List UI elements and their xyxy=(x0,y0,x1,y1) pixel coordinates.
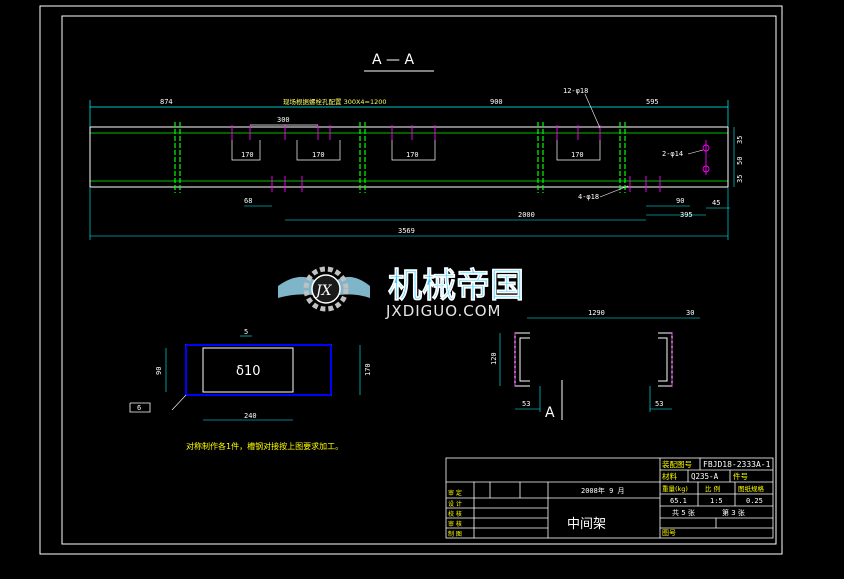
drawing-no-label: 装配图号 xyxy=(662,459,692,469)
plate-dim-90: 90 xyxy=(155,367,163,375)
weight-label: 重量(kg) xyxy=(662,485,688,493)
hole-callout-2: 2-φ14 xyxy=(662,150,683,158)
channel-dim-120: 120 xyxy=(490,352,498,365)
inner-frame xyxy=(61,15,777,545)
hole-callout-4: 4-φ18 xyxy=(578,193,599,201)
std-label: 图纸规格 xyxy=(738,484,765,493)
ratio-label: 比 例 xyxy=(705,484,720,493)
fabrication-note: 对称制作各1件，槽钢对接按上图要求加工。 xyxy=(186,441,343,451)
channel-dim-30: 30 xyxy=(686,309,694,317)
row-label-4: 制 图 xyxy=(448,530,462,538)
watermark-logo-letters: JX xyxy=(313,283,333,299)
row-label-2: 校 核 xyxy=(448,510,462,518)
dim-170-a: 170 xyxy=(241,151,254,159)
dim-170-d: 170 xyxy=(571,151,584,159)
part-name: 中间架 xyxy=(567,517,606,532)
row-label-0: 审 定 xyxy=(448,489,462,497)
dim-hole-pattern: 现场根据螺栓孔配置 300X4=1200 xyxy=(283,97,387,106)
dim-300: 300 xyxy=(277,116,290,124)
channel-dim-53-left: 53 xyxy=(522,400,530,408)
ratio: 1:5 xyxy=(710,497,723,505)
row-label-1: 设 计 xyxy=(448,500,462,508)
dim-900: 900 xyxy=(490,98,503,106)
sheet-total: 共 5 张 xyxy=(672,508,695,517)
dim-v35-top: 35 xyxy=(736,136,744,144)
plate-symbol: 6 xyxy=(137,404,141,412)
outer-frame xyxy=(39,5,783,555)
dim-874: 874 xyxy=(160,98,173,106)
dim-90: 90 xyxy=(676,197,684,205)
title-block xyxy=(445,457,774,539)
watermark-en: JXDIGUO.COM xyxy=(385,302,501,320)
dim-2000: 2000 xyxy=(518,211,535,219)
sheet-no: 第 3 张 xyxy=(722,508,745,517)
watermark-cn: 机械帝国 xyxy=(388,266,524,306)
dim-170-b: 170 xyxy=(312,151,325,159)
date: 2008年 9 月 xyxy=(581,486,625,495)
plate-dim-240: 240 xyxy=(244,412,257,420)
channel-dim-53-right: 53 xyxy=(655,400,663,408)
channel-dim-1290: 1290 xyxy=(588,309,605,317)
std: 0.25 xyxy=(746,497,763,505)
row-label-3: 审 核 xyxy=(448,520,462,528)
section-title: A — A xyxy=(372,52,414,68)
material: Q235-A xyxy=(691,472,719,481)
ref-label: 图号 xyxy=(662,529,676,537)
watermark-logo: JX xyxy=(278,266,370,312)
channel-sections xyxy=(499,317,700,420)
dim-45: 45 xyxy=(712,199,720,207)
beam-elevation xyxy=(89,122,729,193)
dim-v35-bottom: 35 xyxy=(736,175,744,183)
dim-v50: 50 xyxy=(736,157,744,165)
dim-395: 395 xyxy=(680,211,693,219)
plate-dim-170: 170 xyxy=(364,363,372,376)
dim-170-c: 170 xyxy=(406,151,419,159)
dim-595: 595 xyxy=(646,98,659,106)
drawing-no: FBJD18-2333A-1 xyxy=(703,460,771,469)
dim-3569: 3569 xyxy=(398,227,415,235)
hole-callout-12: 12-φ18 xyxy=(563,87,588,95)
material-label: 材料 xyxy=(662,471,677,481)
plate-dim-5: 5 xyxy=(244,328,248,336)
part-no-label: 件号 xyxy=(733,471,748,481)
plate-view xyxy=(129,335,361,421)
weight: 65.1 xyxy=(670,497,687,505)
section-mark: A xyxy=(545,405,555,421)
dim-68: 68 xyxy=(244,197,252,205)
plate-thickness: δ10 xyxy=(236,364,261,379)
